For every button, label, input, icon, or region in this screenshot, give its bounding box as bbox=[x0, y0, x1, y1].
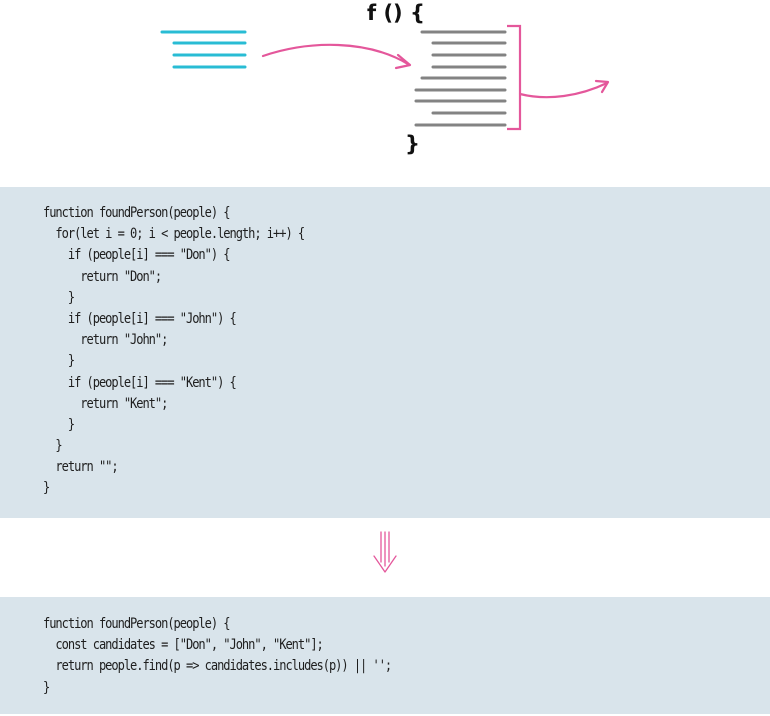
output-arrow bbox=[518, 81, 609, 99]
code-line: return "Don"; bbox=[43, 268, 162, 285]
code-before-panel: function foundPerson(people) { for(let i… bbox=[0, 187, 770, 518]
code-line: function foundPerson(people) { bbox=[43, 205, 231, 221]
code-line: return people.find(p => candidates.inclu… bbox=[43, 658, 392, 675]
code-line: return ""; bbox=[43, 459, 118, 476]
refactor-down-arrow-icon bbox=[373, 531, 397, 573]
code-line: } bbox=[43, 289, 75, 306]
input-arrow-head bbox=[394, 53, 412, 70]
refactoring-diagram: f () { } bbox=[160, 1, 610, 156]
code-line: return "John"; bbox=[43, 332, 168, 349]
code-line: if (people[i] === "Kent") { bbox=[43, 374, 237, 391]
function-body-lines bbox=[414, 30, 507, 127]
code-after-panel: function foundPerson(people) { const can… bbox=[0, 597, 770, 714]
code-line: } bbox=[43, 438, 62, 455]
code-line: const candidates = ["Don", "John", "Kent… bbox=[43, 637, 323, 654]
code-line: if (people[i] === "John") { bbox=[43, 310, 237, 327]
function-close-label: } bbox=[405, 132, 420, 156]
code-line: } bbox=[43, 416, 75, 433]
input-lines bbox=[160, 30, 247, 69]
code-line: if (people[i] === "Don") { bbox=[43, 247, 231, 264]
code-line: } bbox=[43, 480, 50, 497]
code-line: } bbox=[43, 353, 75, 370]
code-line: for(let i = 0; i < people.length; i++) { bbox=[43, 226, 305, 243]
code-line: } bbox=[43, 679, 50, 696]
input-arrow bbox=[261, 43, 410, 66]
code-line: function foundPerson(people) { bbox=[43, 616, 231, 632]
output-bracket bbox=[507, 24, 522, 131]
output-arrow-head bbox=[594, 79, 610, 94]
code-line: return "Kent"; bbox=[43, 395, 168, 412]
function-open-label: f () { bbox=[367, 1, 425, 25]
